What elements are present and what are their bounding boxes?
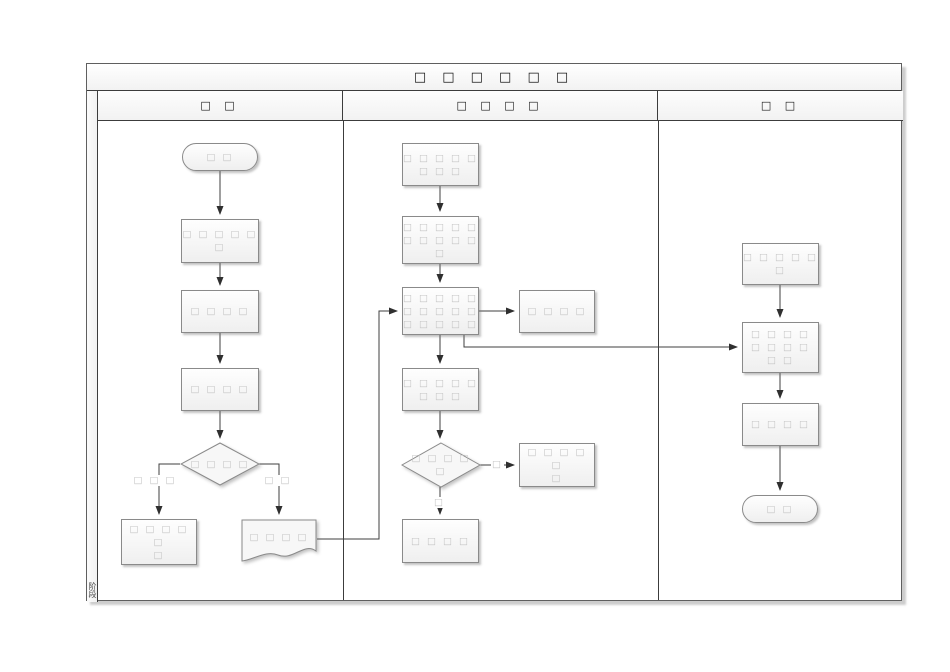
- process-box-label: □ □ □ □: [751, 329, 810, 340]
- branch-label-yes: □ □: [260, 475, 296, 486]
- process-box-label: □ □ □ □ □: [129, 523, 189, 548]
- branch-label-m-no: □: [433, 497, 446, 508]
- process-box-label: □ □ □ □ □: [403, 318, 478, 330]
- process-box-label: □ □ □ □ □: [403, 221, 478, 233]
- process-box-l1-2: □ □ □ □: [181, 290, 259, 333]
- process-box-m-bottom: □ □ □ □: [402, 519, 479, 563]
- decision-label: □ □ □ □: [411, 453, 471, 464]
- end-node-label: □ □: [766, 503, 794, 515]
- lane-header-1: □ □: [98, 91, 343, 121]
- start-node: □ □: [182, 143, 258, 171]
- process-box-label: □: [551, 472, 563, 484]
- lane-header-2: □ □ □ □: [343, 91, 658, 121]
- decision-diamond-l1: □ □ □ □: [180, 442, 260, 486]
- process-box-label: □ □ □ □ □: [527, 446, 587, 471]
- process-box-label: □ □ □ □ □: [182, 229, 258, 240]
- process-box-label: □: [153, 549, 165, 561]
- process-box-label: □: [775, 265, 786, 276]
- process-box-m-side: □ □ □ □: [519, 290, 595, 333]
- process-box-label: □ □ □ □ □: [743, 252, 818, 263]
- decision-label: □ □ □ □: [190, 458, 250, 470]
- process-box-l1-reject: □ □ □ □ □ □: [121, 519, 197, 565]
- document-shape-l1: □ □ □ □: [241, 519, 317, 564]
- document-label: □ □ □ □: [249, 532, 309, 543]
- process-box-label: □ □: [767, 355, 794, 366]
- process-box-label: □ □ □ □: [190, 306, 250, 317]
- process-box-m-right: □ □ □ □ □ □: [519, 443, 595, 487]
- decision-diamond-m: □ □ □ □ □: [401, 442, 481, 488]
- lane-header-3: □ □: [658, 91, 903, 121]
- diagram-title: □ □ □ □ □ □: [87, 64, 901, 91]
- process-box-r1: □ □ □ □ □ □: [742, 243, 819, 285]
- process-box-label: □ □ □ □ □: [403, 234, 478, 246]
- process-box-r3: □ □ □ □: [742, 403, 819, 446]
- process-box-label: □ □ □ □ □: [403, 292, 478, 304]
- start-node-label: □ □: [206, 151, 234, 163]
- process-box-m1: □ □ □ □ □ □ □ □: [402, 143, 479, 186]
- process-box-m2: □ □ □ □ □ □ □ □ □ □ □: [402, 216, 479, 264]
- lane-divider-1: [343, 121, 344, 600]
- process-box-label: □ □ □ □: [751, 419, 810, 430]
- process-box-label: □: [435, 247, 446, 259]
- process-box-label: □ □ □ □: [751, 342, 810, 353]
- process-box-l1-1: □ □ □ □ □ □: [181, 219, 259, 263]
- process-box-label: □ □ □: [419, 165, 462, 177]
- process-box-r2: □ □ □ □ □ □ □ □ □ □: [742, 322, 819, 373]
- process-box-label: □ □ □ □ □: [403, 152, 478, 164]
- process-box-label: □ □ □ □ □: [403, 377, 478, 389]
- process-box-label: □ □ □ □: [527, 306, 587, 317]
- process-box-label: □: [214, 242, 226, 253]
- phase-label: 阶段: [88, 582, 97, 598]
- process-box-label: □ □ □ □: [190, 384, 250, 395]
- process-box-m3: □ □ □ □ □ □ □ □ □ □ □ □ □ □ □: [402, 287, 479, 335]
- phase-band: 阶段: [87, 91, 98, 602]
- branch-label-m-yes: □: [491, 459, 504, 470]
- end-node: □ □: [742, 495, 818, 523]
- process-box-label: □ □ □: [419, 390, 462, 402]
- decision-label: □: [435, 466, 447, 477]
- process-box-label: □ □ □ □ □: [403, 305, 478, 317]
- process-box-l1-3: □ □ □ □: [181, 368, 259, 411]
- process-box-label: □ □ □ □: [411, 535, 470, 547]
- lane-divider-2: [658, 121, 659, 600]
- branch-label-no: □ □ □: [129, 475, 181, 486]
- process-box-m4: □ □ □ □ □ □ □ □: [402, 368, 479, 411]
